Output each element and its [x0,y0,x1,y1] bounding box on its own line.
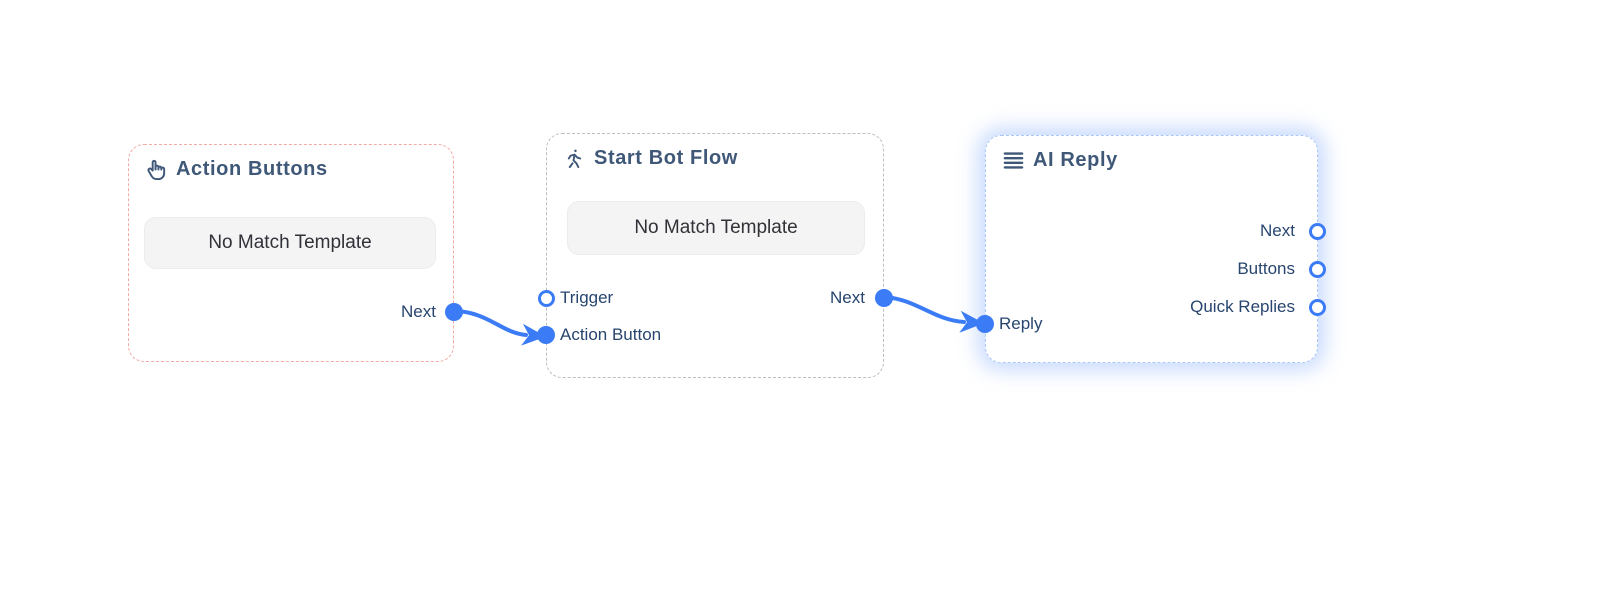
no-match-template-button[interactable]: No Match Template [567,201,865,255]
port-label-next: Next [830,288,865,307]
node-title: AI Reply [1033,149,1118,171]
list-icon [1002,149,1025,172]
input-port-reply[interactable] [976,315,994,333]
hand-pointer-icon [145,158,168,181]
wire-startbotflow-to-aireply[interactable] [882,295,984,333]
node-start-bot-flow[interactable]: Start Bot Flow No Match Template Trigger… [537,133,893,378]
port-label-buttons: Buttons [1237,259,1295,278]
port-label-next: Next [401,302,436,321]
port-label-action-button: Action Button [560,325,662,344]
port-label-next: Next [1260,221,1295,240]
port-label-trigger: Trigger [560,288,614,307]
node-title: Start Bot Flow [594,147,738,169]
no-match-template-button[interactable]: No Match Template [144,217,436,269]
node-header: Action Buttons [145,158,328,181]
output-port-next[interactable] [875,289,893,307]
node-action-buttons[interactable]: Action Buttons No Match Template Next [128,144,463,362]
walking-person-icon [563,147,586,170]
port-label-reply: Reply [999,314,1043,333]
input-port-trigger[interactable] [538,290,555,307]
output-port-next[interactable] [445,303,463,321]
port-label-quick-replies: Quick Replies [1190,297,1295,316]
wire-actionbuttons-to-startbotflow[interactable] [453,309,546,346]
output-port-next[interactable] [1309,223,1326,240]
node-ai-reply[interactable]: AI Reply Next Buttons Quick Replies Repl… [976,135,1326,363]
node-title: Action Buttons [176,158,328,180]
input-port-action-button[interactable] [537,326,555,344]
output-port-buttons[interactable] [1309,261,1326,278]
node-header: Start Bot Flow [563,147,738,170]
output-port-quick-replies[interactable] [1309,299,1326,316]
node-header: AI Reply [1002,149,1118,172]
